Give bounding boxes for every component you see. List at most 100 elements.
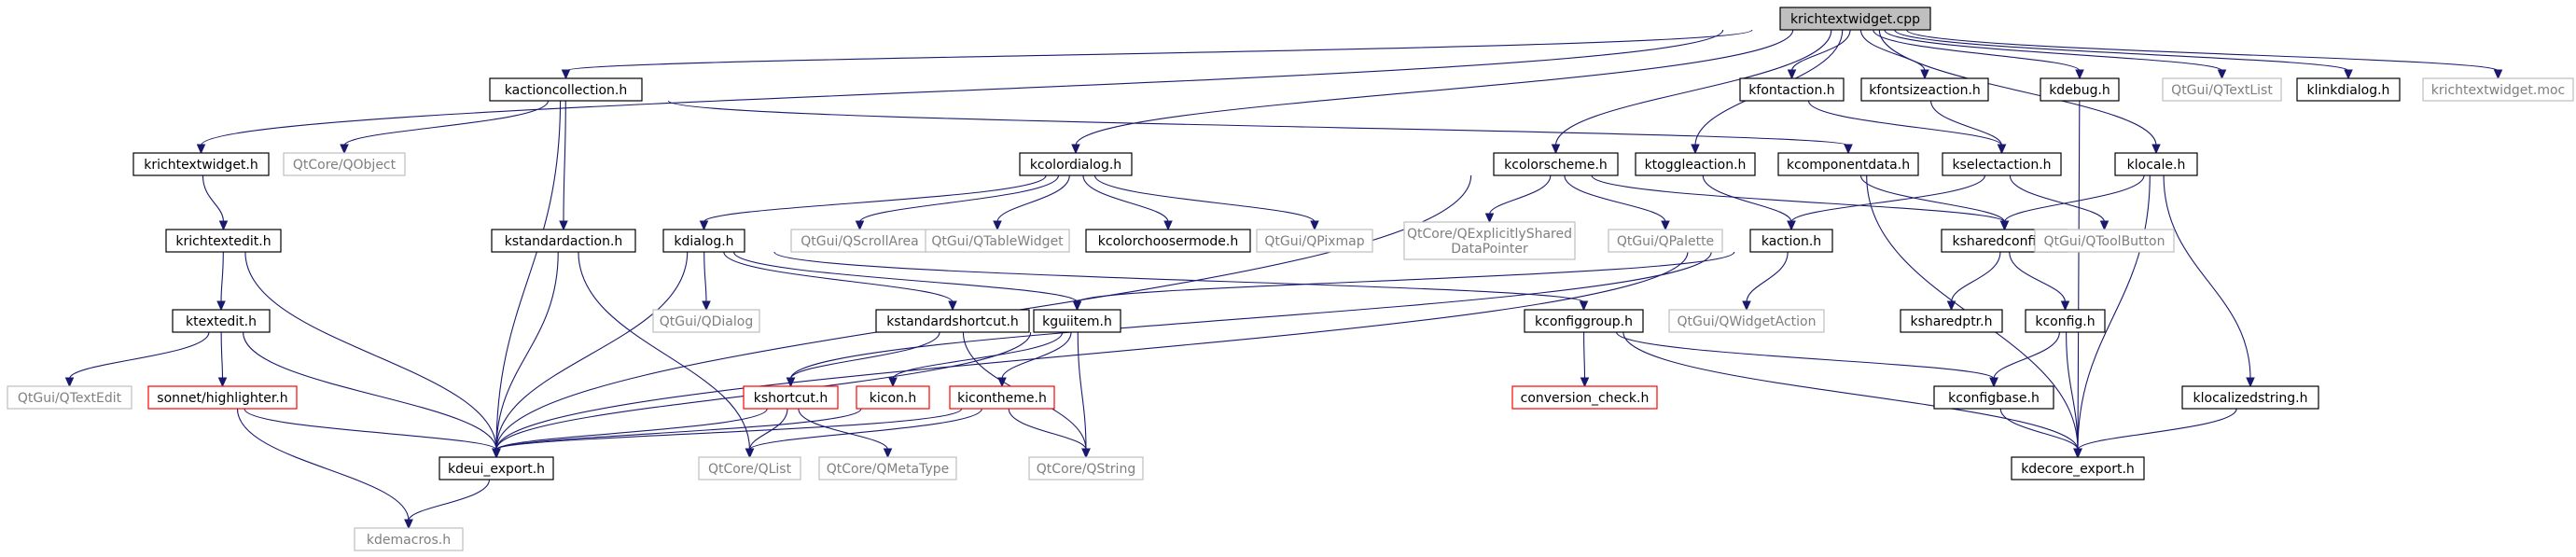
node-qtextlist[interactable]: QtGui/QTextList <box>2162 77 2282 102</box>
node-label: kicontheme.h <box>957 391 1047 406</box>
arrowhead <box>2151 144 2161 155</box>
node-label: kcolorchoosermode.h <box>1098 234 1238 249</box>
node-qstring[interactable]: QtCore/QString <box>1028 456 1144 480</box>
edge-line <box>563 100 566 223</box>
node-kcolorchoosermode-h[interactable]: kcolorchoosermode.h <box>1085 229 1251 253</box>
node-kaction-h[interactable]: kaction.h <box>1749 229 1833 253</box>
edge-line <box>1790 29 1851 72</box>
node-ktoggleaction-h[interactable]: ktoggleaction.h <box>1635 152 1756 176</box>
node-box <box>2162 77 2282 102</box>
node-kdeui-export-h[interactable]: kdeui_export.h <box>439 456 554 480</box>
node-kcolorscheme-h[interactable]: kcolorscheme.h <box>1493 152 1619 176</box>
edge-kcolorscheme_h-to-qexplicitlyshared <box>1484 174 1552 224</box>
edge-line <box>2009 251 2067 303</box>
edge-kdialog_h-to-kstandardshortcut_h <box>723 251 957 312</box>
node-kconfig-h[interactable]: kconfig.h <box>2025 309 2106 333</box>
node-qtablewidget[interactable]: QtGui/QTableWidget <box>925 229 1070 253</box>
node-kdialog-h[interactable]: kdialog.h <box>662 229 745 253</box>
node-ksharedptr-h[interactable]: ksharedptr.h <box>1900 309 2003 333</box>
node-kcomponentdata-h[interactable]: kcomponentdata.h <box>1777 152 1919 176</box>
node-ktextedit-h[interactable]: ktextedit.h <box>172 309 271 333</box>
node-label: kconfig.h <box>2035 314 2095 329</box>
edge-krichtextedit_h-to-ktextedit_h <box>216 251 226 312</box>
node-qwidgetaction[interactable]: QtGui/QWidgetAction <box>1668 309 1825 333</box>
edge-kstandardaction_h-to-kdeui_export_h <box>492 251 559 459</box>
edge-line <box>2077 174 2151 451</box>
node-krichtextedit-h[interactable]: krichtextedit.h <box>165 229 282 253</box>
node-klocale-h[interactable]: klocale.h <box>2114 152 2198 176</box>
node-label: ktoggleaction.h <box>1645 158 1747 173</box>
arrowhead <box>1163 220 1173 231</box>
node-box <box>354 527 464 551</box>
node-label: kcolorscheme.h <box>1504 158 1608 173</box>
node-label: QtGui/QToolButton <box>2044 234 2165 249</box>
node-kconfiggroup-h[interactable]: kconfiggroup.h <box>1524 309 1644 333</box>
node-box <box>875 309 1030 333</box>
edge-kdebug_h-to-kdecore_export_h <box>2073 100 2082 459</box>
node-klinkdialog-h[interactable]: klinkdialog.h <box>2296 77 2401 102</box>
node-krichtextwidget-h[interactable]: krichtextwidget.h <box>132 152 270 176</box>
edge-krichtextwidget_cpp-to-klocale_h <box>1878 29 2161 155</box>
node-conversion-check-h[interactable]: conversion_check.h <box>1511 385 1658 410</box>
edge-line <box>1591 174 2006 223</box>
node-label: QtCore/QMetaType <box>827 462 950 477</box>
node-kguiitem-h[interactable]: kguiitem.h <box>1033 309 1121 333</box>
edge-line <box>202 174 225 223</box>
node-kselectaction-h[interactable]: kselectaction.h <box>1942 152 2062 176</box>
node-kicon-h[interactable]: kicon.h <box>856 385 930 410</box>
node-kcolordialog-h[interactable]: kcolordialog.h <box>1019 152 1133 176</box>
node-krichtextwidget-cpp[interactable]: krichtextwidget.cpp <box>1779 7 1931 31</box>
arrowhead <box>948 300 957 312</box>
edge-line <box>1077 331 1087 451</box>
edge-line <box>2077 408 2237 451</box>
node-qscrollarea[interactable]: QtGui/QScrollArea <box>790 229 929 253</box>
node-qpixmap[interactable]: QtGui/QPixmap <box>1256 229 1373 253</box>
arrowhead <box>2073 448 2082 459</box>
node-kshortcut-h[interactable]: kshortcut.h <box>743 385 839 410</box>
node-qdialog[interactable]: QtGui/QDialog <box>652 309 760 333</box>
edge-krichtextwidget_h-to-krichtextedit_h <box>202 174 229 231</box>
edge-krichtextwidget_cpp-to-kactioncollection_h <box>561 29 1753 80</box>
node-kconfigbase-h[interactable]: kconfigbase.h <box>1933 385 2054 410</box>
node-kstandardaction-h[interactable]: kstandardaction.h <box>491 229 636 253</box>
edge-line <box>858 174 1060 223</box>
edge-krichtextwidget_cpp-to-krichtextwidget_h <box>196 29 1724 155</box>
node-box <box>1019 152 1133 176</box>
node-kactioncollection-h[interactable]: kactioncollection.h <box>489 77 643 102</box>
edge-line <box>1076 251 1735 303</box>
node-kicontheme-h[interactable]: kicontheme.h <box>949 385 1055 410</box>
edge-krichtextwidget_cpp-to-kdebug_h <box>1873 29 2084 80</box>
node-kfontsizeaction-h[interactable]: kfontsizeaction.h <box>1860 77 1989 102</box>
node-box <box>925 229 1070 253</box>
node-kstandardshortcut-h[interactable]: kstandardshortcut.h <box>875 309 1030 333</box>
edge-line <box>495 408 768 451</box>
node-label: QtGui/QTextEdit <box>18 391 122 406</box>
node-label: ksharedptr.h <box>1911 314 1993 329</box>
node-kdebug-h[interactable]: kdebug.h <box>2040 77 2120 102</box>
edge-line <box>1807 100 2003 146</box>
node-sonnet-highlighter-h[interactable]: sonnet/highlighter.h <box>147 385 298 410</box>
node-krichtextwidget-moc[interactable]: krichtextwidget.moc <box>2422 77 2574 102</box>
node-kfontaction-h[interactable]: kfontaction.h <box>1739 77 1845 102</box>
edge-kdeui_export_h-to-kdemacros_h <box>404 479 491 530</box>
edge-kcolordialog_h-to-qtablewidget <box>993 174 1070 231</box>
node-qtextedit[interactable]: QtGui/QTextEdit <box>7 385 132 410</box>
node-qobject[interactable]: QtCore/QObject <box>283 152 406 176</box>
node-box <box>790 229 929 253</box>
node-qmetatype[interactable]: QtCore/QMetaType <box>818 456 957 480</box>
edge-line <box>564 29 1753 72</box>
node-box <box>283 152 406 176</box>
edge-kguiitem_h-to-kicon_h <box>888 331 1064 388</box>
node-qlist[interactable]: QtCore/QList <box>698 456 801 480</box>
edge-line <box>1008 408 1087 451</box>
node-klocalizedstring-h[interactable]: klocalizedstring.h <box>2181 385 2319 410</box>
arrowhead <box>883 448 893 459</box>
node-qtoolbutton[interactable]: QtGui/QToolButton <box>2034 229 2175 253</box>
edge-line <box>220 251 224 303</box>
node-kdecore-export-h[interactable]: kdecore_export.h <box>2011 456 2145 480</box>
node-qpalette[interactable]: QtGui/QPalette <box>1608 229 1723 253</box>
node-kdemacros-h[interactable]: kdemacros.h <box>354 527 464 551</box>
edge-line <box>2163 174 2251 380</box>
